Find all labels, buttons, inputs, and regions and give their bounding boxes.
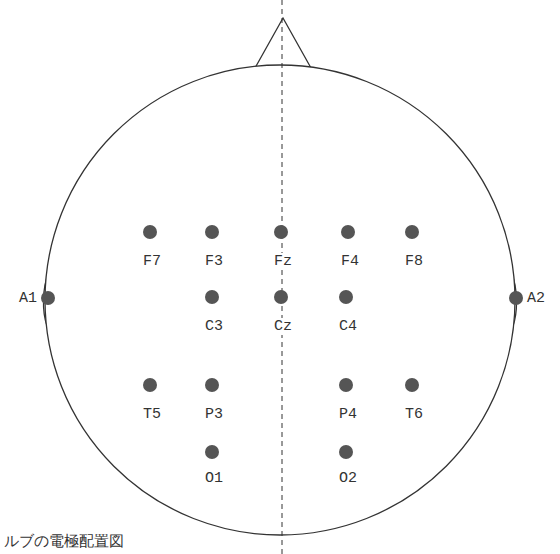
electrode-label: F8 bbox=[404, 253, 424, 270]
electrode-label: P4 bbox=[338, 406, 358, 423]
electrode-dot bbox=[405, 225, 419, 239]
electrode-dot bbox=[143, 378, 157, 392]
electrode-label: Cz bbox=[273, 318, 293, 335]
electrode-dot bbox=[339, 445, 353, 459]
electrode-label: P3 bbox=[204, 406, 224, 423]
electrode-dot bbox=[143, 225, 157, 239]
electrode-dot bbox=[41, 291, 55, 305]
electrode-label: T6 bbox=[404, 406, 424, 423]
electrode-dot bbox=[205, 225, 219, 239]
electrode-label: F3 bbox=[204, 253, 224, 270]
electrode-dot bbox=[274, 225, 288, 239]
electrode-dot bbox=[341, 225, 355, 239]
electrode-dot bbox=[205, 290, 219, 304]
electrode-label: C4 bbox=[338, 318, 358, 335]
electrode-label: O2 bbox=[338, 470, 358, 487]
electrode-dot bbox=[509, 291, 523, 305]
electrode-dot bbox=[205, 378, 219, 392]
electrode-dot bbox=[405, 378, 419, 392]
electrode-label: O1 bbox=[204, 470, 224, 487]
midline bbox=[282, 0, 283, 554]
electrode-dots bbox=[41, 225, 523, 459]
figure-caption: ルブの電極配置図 bbox=[4, 532, 124, 550]
electrode-dot bbox=[274, 290, 288, 304]
electrode-label: C3 bbox=[204, 318, 224, 335]
electrode-dot bbox=[339, 290, 353, 304]
nose-outline bbox=[255, 18, 311, 68]
electrode-label: Fz bbox=[273, 253, 293, 270]
electrode-dot bbox=[205, 445, 219, 459]
electrode-label: F4 bbox=[340, 253, 360, 270]
electrode-label: A2 bbox=[526, 290, 546, 307]
head-outline bbox=[45, 65, 515, 535]
electrode-label: A1 bbox=[18, 290, 38, 307]
electrode-label: F7 bbox=[142, 253, 162, 270]
electrode-label: T5 bbox=[142, 406, 162, 423]
electrode-dot bbox=[339, 378, 353, 392]
